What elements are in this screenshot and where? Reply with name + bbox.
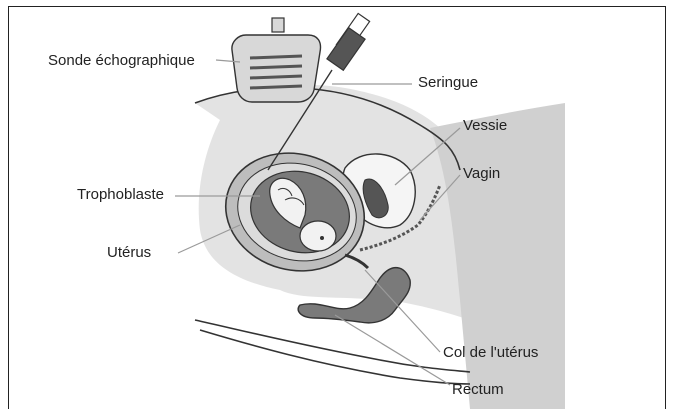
- label-rectum: Rectum: [452, 382, 504, 397]
- ultrasound-probe: [232, 18, 321, 102]
- label-col-uterus: Col de l'utérus: [443, 345, 538, 360]
- label-sonde-echographique: Sonde échographique: [48, 53, 195, 68]
- label-vagin: Vagin: [463, 166, 500, 181]
- label-trophoblaste: Trophoblaste: [77, 187, 164, 202]
- label-vessie: Vessie: [463, 118, 507, 133]
- label-seringue: Seringue: [418, 75, 478, 90]
- label-uterus: Utérus: [107, 245, 151, 260]
- lower-contour-2: [200, 330, 470, 384]
